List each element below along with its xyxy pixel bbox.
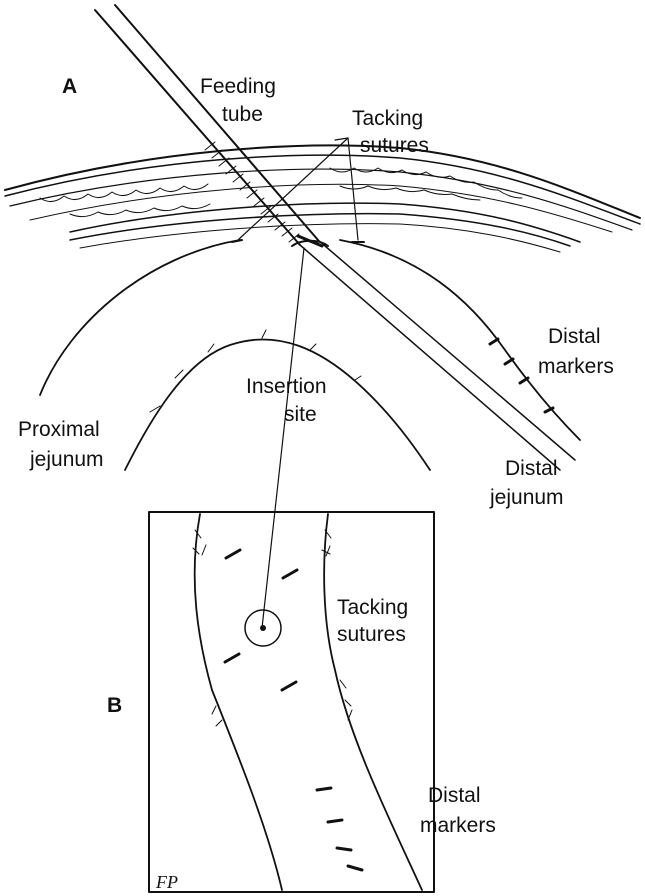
panel-b: B Tacking sutures Distal markers FP <box>107 512 496 892</box>
panel-b-tacking-sutures-line1: Tacking <box>337 596 408 619</box>
feeding-tube-label-line1: Feeding <box>200 75 276 98</box>
panel-b-tacking-sutures-line2: sutures <box>337 623 406 646</box>
distal-marker <box>490 339 498 344</box>
bowel-right-edge <box>324 514 422 890</box>
proximal-jejunum-label-line1: Proximal <box>18 418 100 441</box>
distal-markers-label-line2: markers <box>538 355 614 378</box>
tacking-sutures-label-line1: Tacking <box>352 107 423 130</box>
panel-b-distal-markers-line2: markers <box>420 814 496 837</box>
feeding-tube-label-line2: tube <box>222 103 263 126</box>
panel-b-distal-markers-line1: Distal <box>428 784 481 807</box>
distal-marker <box>545 408 553 412</box>
distal-jejunum-label-line1: Distal <box>505 457 558 480</box>
artist-signature: FP <box>155 872 178 892</box>
tacking-sutures-label-line2: sutures <box>360 134 429 157</box>
panel-a-letter: A <box>62 75 77 98</box>
distal-jejunum-loop <box>340 240 580 440</box>
distal-marker <box>520 378 528 383</box>
distal-marker <box>505 359 513 364</box>
distal-jejunum-label-line2: jejunum <box>489 486 564 509</box>
insertion-site-label-line2: site <box>284 403 317 426</box>
distal-markers-label-line1: Distal <box>548 325 601 348</box>
panel-b-letter: B <box>107 694 122 717</box>
insertion-site-point <box>260 625 266 631</box>
panel-b-frame <box>149 512 434 892</box>
insertion-site-label-line1: Insertion <box>246 375 327 398</box>
panel-a: A Feeding tube Tacking sutures Distal ma… <box>5 5 640 628</box>
proximal-jejunum-label-line2: jejunum <box>29 448 104 471</box>
